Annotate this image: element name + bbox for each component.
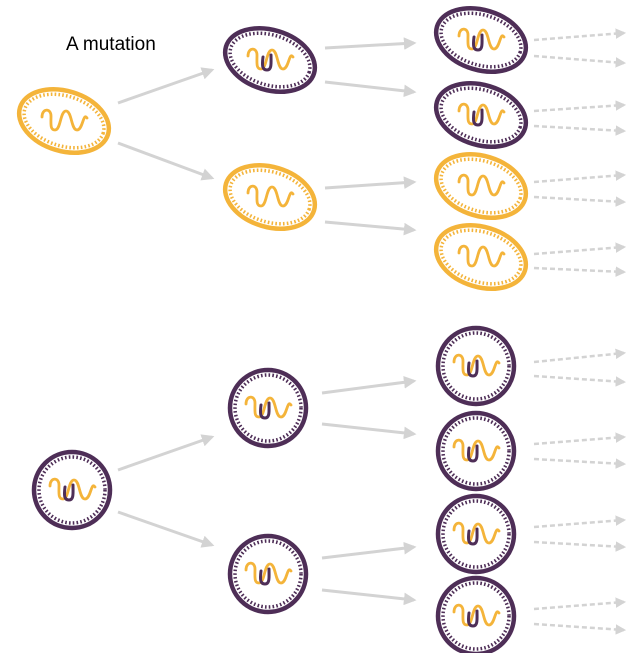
arrow-icon: [117, 67, 215, 105]
round-cell-mutant-gen3: [435, 410, 517, 492]
round-cell-mutant-gen3: [435, 493, 517, 575]
dna-strand-icon: [452, 438, 501, 463]
dna-strand-icon: [452, 353, 501, 378]
bacterium-normal-gen2: [222, 163, 318, 231]
bacterium-mutant-gen3: [433, 81, 529, 149]
arrow-icon: [324, 220, 417, 236]
arrows-gen1: [117, 67, 215, 181]
dashed-arrow-icon: [533, 100, 627, 113]
arrow-icon: [321, 376, 417, 395]
arrow-icon: [117, 141, 215, 181]
arrow-icon: [117, 510, 215, 548]
arrow-icon: [321, 541, 417, 560]
dna-strand-icon: [40, 108, 89, 132]
dna-strand-icon: [457, 173, 506, 197]
dashed-arrow-icon: [533, 348, 627, 364]
dashed-arrow-icon: [533, 515, 627, 529]
dashed-arrow-icon: [533, 195, 627, 207]
arrows-gen2-round: [321, 376, 417, 606]
arrow-icon: [324, 37, 417, 50]
round-cell-mutant-gen2: [227, 533, 309, 615]
dna-strand-icon: [48, 477, 97, 502]
lineage-bacteria: [16, 6, 627, 291]
bacterium-mutant-gen2: [222, 26, 318, 94]
dna-strand-icon: [244, 395, 293, 420]
round-cell-mutant-gen3: [435, 325, 517, 407]
dashed-arrows-gen3: [533, 28, 627, 277]
dashed-arrow-icon: [533, 170, 627, 184]
arrows-gen2: [324, 37, 417, 236]
round-cell-mutant-gen3: [435, 575, 517, 653]
dna-strand-icon: [457, 27, 506, 52]
arrow-icon: [321, 588, 417, 606]
dna-strand-icon: [244, 561, 293, 586]
dna-strand-icon: [452, 603, 501, 628]
dashed-arrow-icon: [533, 457, 627, 469]
arrow-icon: [117, 434, 215, 472]
dashed-arrow-icon: [533, 622, 627, 635]
dashed-arrow-icon: [533, 266, 627, 277]
bacterium-normal-gen3: [433, 223, 529, 291]
dashed-arrow-icon: [533, 242, 627, 256]
dna-strand-icon: [457, 102, 506, 127]
bacterium-normal-gen3: [433, 152, 529, 220]
dashed-arrow-icon: [533, 597, 627, 611]
arrow-icon: [324, 80, 417, 98]
cells-round: [31, 325, 517, 653]
round-cell-mutant-gen1: [31, 449, 113, 531]
arrow-icon: [321, 422, 417, 440]
lineage-round-cells: [31, 325, 627, 653]
dashed-arrow-icon: [533, 432, 627, 446]
arrows-gen1-round: [117, 434, 215, 548]
arrow-icon: [324, 176, 417, 190]
dna-strand-icon: [457, 244, 506, 268]
bacterium-mutant-gen3: [433, 6, 529, 74]
dashed-arrows-gen3-round: [533, 348, 627, 635]
dashed-arrow-icon: [533, 124, 627, 136]
dashed-arrow-icon: [533, 54, 627, 68]
dna-strand-icon: [452, 521, 501, 546]
dna-strand-icon: [246, 47, 295, 72]
mutation-label: A mutation: [66, 34, 156, 55]
round-cell-mutant-gen2: [227, 367, 309, 449]
dna-strand-icon: [246, 184, 295, 208]
dashed-arrow-icon: [533, 28, 627, 42]
bacterium-normal-gen1: [16, 87, 112, 155]
cells-bacteria: [16, 6, 529, 291]
dashed-arrow-icon: [533, 540, 627, 552]
dashed-arrow-icon: [533, 374, 627, 387]
